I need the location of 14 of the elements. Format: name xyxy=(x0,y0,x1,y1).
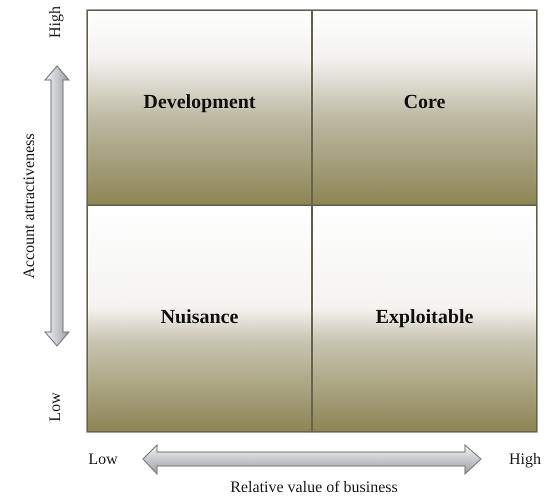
quadrant-box xyxy=(312,205,537,432)
quadrant-label: Core xyxy=(402,91,446,114)
quadrant-label: Nuisance xyxy=(160,306,240,329)
axis-label: Low xyxy=(88,451,118,469)
axis-label: Low xyxy=(47,392,65,422)
quadrant-box xyxy=(312,10,537,206)
axis-label: High xyxy=(47,6,65,38)
quadrant-label: Development xyxy=(142,91,257,114)
axis-label: Relative value of business xyxy=(230,479,398,497)
quadrant-label: Exploitable xyxy=(374,306,474,329)
axis-label: Account attractiveness xyxy=(21,133,39,279)
quadrant-box xyxy=(87,10,312,206)
axis-label: High xyxy=(509,451,541,469)
quadrant-box xyxy=(87,205,312,432)
